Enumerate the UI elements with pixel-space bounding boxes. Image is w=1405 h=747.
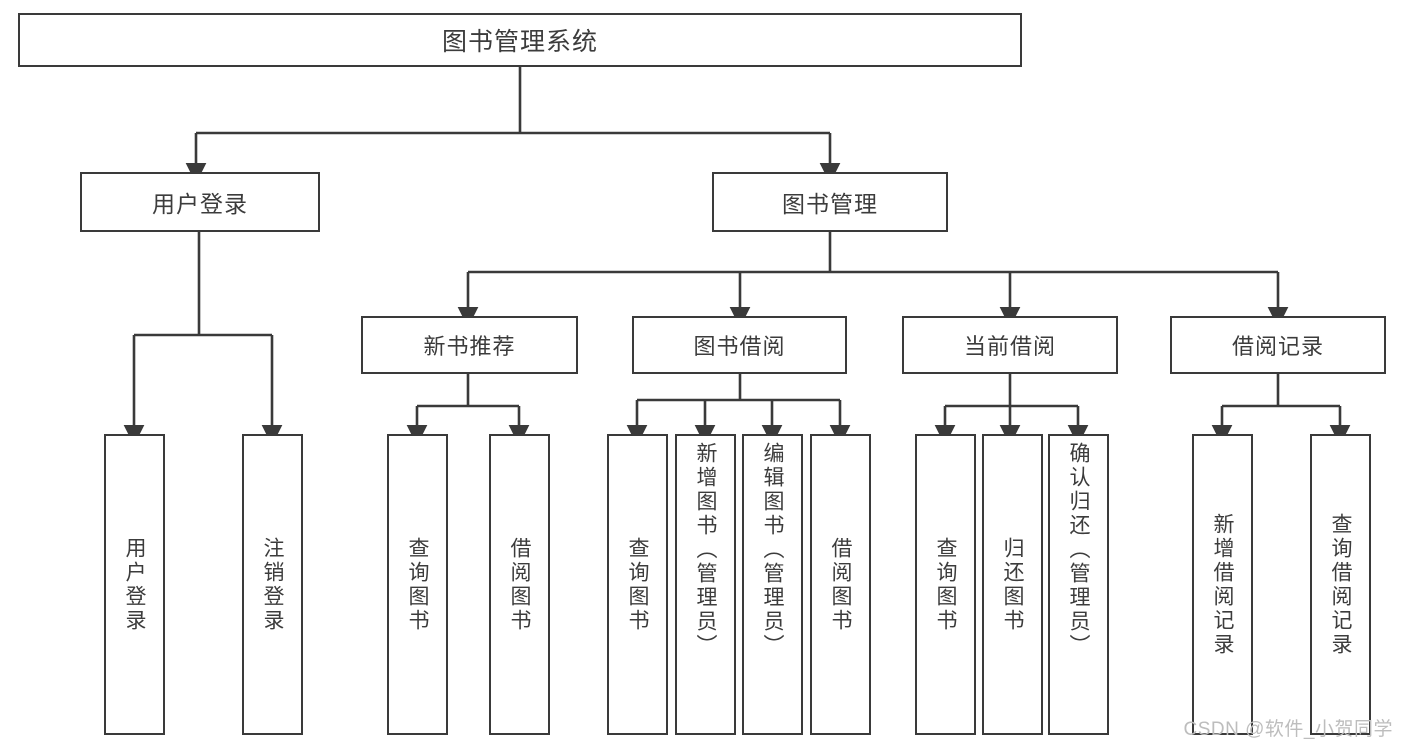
leaf-borrow-record-2[interactable]: 查询借阅记录 [1310, 434, 1371, 735]
leaf-label: 确认归还（管理员） [1067, 442, 1090, 658]
node-borrow-record-label: 借阅记录 [1231, 334, 1324, 359]
leaf-book-borrow-1[interactable]: 查询图书 [607, 434, 668, 735]
leaf-book-borrow-3[interactable]: 编辑图书（管理员） [742, 434, 803, 735]
leaf-label: 归还图书 [1001, 536, 1024, 633]
node-borrow-record[interactable]: 借阅记录 [1170, 316, 1386, 374]
node-root[interactable]: 图书管理系统 [18, 13, 1022, 67]
leaf-label: 用户登录 [123, 536, 146, 633]
leaf-label: 查询图书 [406, 536, 429, 633]
leaf-label: 编辑图书（管理员） [761, 442, 784, 658]
leaf-label: 新增图书（管理员） [694, 442, 717, 658]
leaf-new-book-1[interactable]: 查询图书 [387, 434, 448, 735]
leaf-borrow-record-1[interactable]: 新增借阅记录 [1192, 434, 1253, 735]
leaf-label: 查询借阅记录 [1329, 512, 1352, 657]
leaf-label: 查询图书 [934, 536, 957, 633]
leaf-current-borrow-2[interactable]: 归还图书 [982, 434, 1043, 735]
leaf-user-login-2[interactable]: 注销登录 [242, 434, 303, 735]
leaf-current-borrow-1[interactable]: 查询图书 [915, 434, 976, 735]
node-book-borrow[interactable]: 图书借阅 [632, 316, 847, 374]
leaf-new-book-2[interactable]: 借阅图书 [489, 434, 550, 735]
leaf-label: 注销登录 [261, 536, 284, 633]
node-current-borrow-label: 当前借阅 [963, 334, 1056, 359]
node-root-label: 图书管理系统 [441, 28, 598, 56]
node-user-login[interactable]: 用户登录 [80, 172, 320, 232]
leaf-label: 借阅图书 [508, 536, 531, 633]
node-user-login-label: 用户登录 [152, 191, 248, 217]
node-book-manage-label: 图书管理 [782, 191, 878, 217]
node-book-borrow-label: 图书借阅 [693, 334, 786, 359]
leaf-book-borrow-2[interactable]: 新增图书（管理员） [675, 434, 736, 735]
leaf-label: 新增借阅记录 [1211, 512, 1234, 657]
node-book-manage[interactable]: 图书管理 [712, 172, 948, 232]
leaf-current-borrow-3[interactable]: 确认归还（管理员） [1048, 434, 1109, 735]
watermark-text: CSDN @软件_小贺同学 [1183, 719, 1393, 740]
node-current-borrow[interactable]: 当前借阅 [902, 316, 1118, 374]
node-new-book-recommend[interactable]: 新书推荐 [361, 316, 578, 374]
leaf-user-login-1[interactable]: 用户登录 [104, 434, 165, 735]
leaf-label: 借阅图书 [829, 536, 852, 633]
leaf-book-borrow-4[interactable]: 借阅图书 [810, 434, 871, 735]
leaf-label: 查询图书 [626, 536, 649, 633]
node-new-book-recommend-label: 新书推荐 [423, 334, 516, 359]
